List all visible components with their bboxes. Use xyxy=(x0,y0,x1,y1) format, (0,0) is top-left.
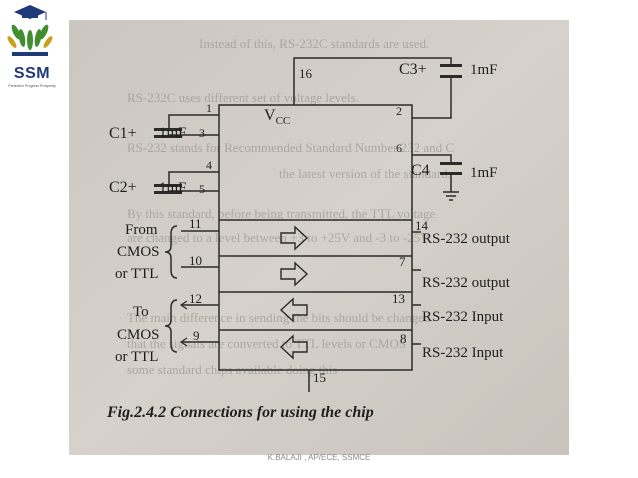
c3-plate-icon xyxy=(440,64,462,67)
left-arrow-icon xyxy=(279,334,308,360)
c4-plate-icon xyxy=(440,172,462,175)
io-arrowheads xyxy=(179,300,188,347)
c3-label: C3+ xyxy=(399,61,427,78)
pin-4-label: 4 xyxy=(206,158,212,172)
pin-16-label: 16 xyxy=(299,66,313,81)
rs232-output-label: RS-232 output xyxy=(422,231,511,247)
footer-credit: K.BALAJI , AP/ECE, SSMCE xyxy=(267,453,371,462)
to-label: To xyxy=(133,304,149,320)
diagram-labels: VCC 16 1 2 3 6 4 5 11 10 12 9 14 7 13 8 … xyxy=(106,61,511,421)
c3-value: 1mF xyxy=(470,62,498,78)
c2-label: C2+ xyxy=(109,179,137,196)
c1-value: 1mF xyxy=(159,125,187,141)
bg-text-line: Instead of this, RS-232C standards are u… xyxy=(199,36,429,51)
paper-background xyxy=(69,20,569,455)
pin-9-label: 9 xyxy=(193,328,200,343)
c2-plate-icon xyxy=(154,184,182,187)
rs232-input-label: RS-232 Input xyxy=(422,345,504,361)
rs232-input-label: RS-232 Input xyxy=(422,309,504,325)
institution-logo: SSM Perfection Progress Prosperity xyxy=(2,2,58,88)
figure-caption: Fig.2.4.2 Connections for using the chip xyxy=(106,404,374,421)
bg-text-line: The main difference in sending the bits … xyxy=(127,310,431,325)
pin-3-label: 3 xyxy=(199,126,205,140)
bg-text-line: that the signals are converted to TTL le… xyxy=(127,336,406,351)
left-arrow-icon xyxy=(279,297,308,323)
rs232-output-label: RS-232 output xyxy=(422,275,511,291)
pin-10-label: 10 xyxy=(189,253,202,268)
background-page-text: Instead of this, RS-232C standards are u… xyxy=(127,36,454,377)
right-arrow-icon xyxy=(280,261,309,287)
from-label: From xyxy=(125,222,158,238)
bg-text-line: RS-232C uses different set of voltage le… xyxy=(127,90,359,105)
pin-1-label: 1 xyxy=(206,101,212,115)
logo-text: SSM xyxy=(13,65,51,82)
c4-label: C4 xyxy=(411,162,430,179)
c2-value: 1mF xyxy=(159,180,187,196)
logo-emblem-icon xyxy=(7,5,53,56)
bg-text-line: RS-232 stands for Recommended Standard N… xyxy=(127,140,454,155)
c1-plate-icon xyxy=(154,135,182,138)
vcc-label: VCC xyxy=(264,107,290,127)
pin-2-label: 2 xyxy=(396,104,402,118)
capacitor-plates xyxy=(154,64,462,194)
pin-15-label: 15 xyxy=(313,370,326,385)
pin-11-label: 11 xyxy=(189,216,202,231)
max232-chip-body xyxy=(218,104,413,371)
cmos-label: CMOS xyxy=(117,244,160,260)
signal-arrows xyxy=(279,225,309,360)
pin-8-label: 8 xyxy=(400,331,407,346)
pin-7-label: 7 xyxy=(399,254,406,269)
c3-plate-icon xyxy=(440,75,462,78)
logo-tagline: Perfection Progress Prosperity xyxy=(8,84,56,88)
pin-5-label: 5 xyxy=(199,182,205,196)
pin-12-label: 12 xyxy=(189,291,202,306)
bg-text-line: the latest version of the standard. xyxy=(279,166,451,181)
pin-6-label: 6 xyxy=(396,141,402,155)
c4-plate-icon xyxy=(440,162,462,165)
ttl-label: or TTL xyxy=(115,349,158,365)
right-arrow-icon xyxy=(280,225,309,251)
pin-13-label: 13 xyxy=(392,291,405,306)
cmos-label: CMOS xyxy=(117,327,160,343)
c1-label: C1+ xyxy=(109,125,137,142)
c4-value: 1mF xyxy=(470,165,498,181)
bg-text-line: are changed to a level between +3 to +25… xyxy=(127,230,430,245)
c1-plate-icon xyxy=(154,128,182,131)
c2-plate-icon xyxy=(154,191,182,194)
pin-14-label: 14 xyxy=(415,218,429,233)
circuit-lines xyxy=(164,57,459,392)
bg-text-line: By this standard, before being transmitt… xyxy=(127,206,436,221)
textbook-figure-photo: Instead of this, RS-232C standards are u… xyxy=(69,20,569,455)
ttl-label: or TTL xyxy=(115,266,158,282)
